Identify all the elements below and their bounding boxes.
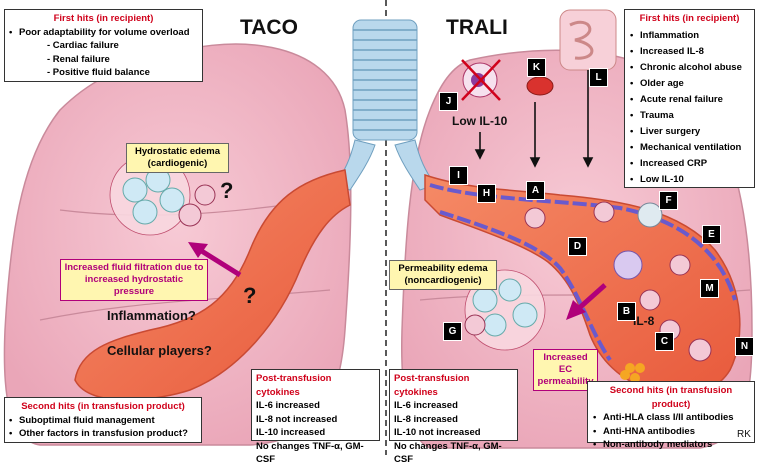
red-blood-cell-icon [526, 76, 554, 96]
taco-first-hit-renal: - Renal failure [47, 53, 110, 65]
trali-first-hit-6: Trauma [630, 109, 749, 123]
right-permeability-arrow [566, 283, 607, 320]
badge-i: I [449, 166, 468, 185]
taco-edema-label: Hydrostatic edema (cardiogenic) [126, 143, 229, 173]
badge-c: C [655, 332, 674, 351]
trali-cytokine-il6: IL-6 increased [394, 400, 458, 411]
trali-first-hit-3: Chronic alcohol abuse [630, 61, 749, 75]
trali-first-hit-4: Older age [630, 77, 749, 91]
signature: RK [737, 429, 751, 440]
taco-cytokine-il8: IL-8 not increased [256, 413, 338, 425]
taco-cellular-label: Cellular players? [107, 343, 212, 358]
trali-first-hit-7: Liver surgery [630, 125, 749, 139]
taco-first-hits-box: First hits (in recipient) Poor adaptabil… [4, 9, 203, 82]
trali-second-hits-box: Second hits (in transfusion product) Ant… [587, 381, 755, 451]
trali-cytokine-il8: IL-8 increased [394, 413, 458, 425]
neutrophil-crossed-icon [461, 59, 501, 101]
trali-first-hit-9: Increased CRP [630, 157, 749, 171]
taco-cytokine-il6: IL-6 increased [256, 400, 320, 411]
trali-first-hits-title: First hits (in recipient) [639, 13, 740, 24]
badge-e: E [702, 225, 721, 244]
trali-first-hit-2: Increased IL-8 [630, 45, 749, 59]
badge-d: D [568, 237, 587, 256]
trali-cytokines-title: Post-transfusion cytokines [394, 373, 470, 398]
taco-first-hit-cardiac: - Cardiac failure [47, 40, 119, 51]
left-alveoli [109, 154, 216, 236]
trali-first-hits-box: First hits (in recipient) Inflammation I… [624, 9, 755, 188]
intestine-icon [559, 9, 617, 71]
trali-second-hit-2: Anti-HNA antibodies [593, 425, 749, 439]
badge-n: N [735, 337, 754, 356]
badge-a: A [526, 181, 545, 200]
trali-first-hit-5: Acute renal failure [630, 93, 749, 107]
badge-h: H [477, 184, 496, 203]
taco-question-mark-2: ? [243, 283, 257, 308]
taco-cytokine-tnf: No changes TNF-α, GM-CSF [256, 440, 364, 466]
left-vessel [74, 169, 351, 401]
taco-second-hits-box: Second hits (in transfusion product) Sub… [4, 397, 202, 443]
badge-g: G [443, 322, 462, 341]
trali-il8-label: IL-8 [633, 314, 655, 328]
trali-cytokine-tnf: No changes TNF-α, GM-CSF [394, 440, 502, 466]
taco-first-hits-title: First hits (in recipient) [53, 13, 154, 24]
taco-title: TACO [240, 16, 298, 39]
taco-filtration-label: Increased fluid filtration due to increa… [60, 259, 208, 301]
trali-second-hits-title: Second hits (in transfusion product) [609, 385, 733, 410]
right-alveoli [464, 269, 546, 351]
trali-second-hit-3: Non-antibody mediators [593, 438, 749, 452]
trali-edema-label: Permeability edema (noncardiogenic) [389, 260, 497, 290]
taco-first-hits-main: Poor adaptability for volume overload [9, 26, 198, 40]
taco-cytokines-title: Post-transfusion cytokines [256, 373, 332, 398]
taco-inflammation-label: Inflammation? [107, 308, 196, 323]
badge-b: B [617, 302, 636, 321]
trali-title: TRALI [446, 16, 508, 39]
right-vessel-cells [524, 201, 712, 383]
trali-first-hit-10: Low IL-10 [630, 173, 749, 187]
trali-cytokines-box: Post-transfusion cytokines IL-6 increase… [389, 369, 518, 465]
badge-j: J [439, 92, 458, 111]
trachea [334, 19, 436, 191]
trali-low-il10-label: Low IL-10 [452, 114, 508, 128]
badge-f: F [659, 191, 678, 210]
taco-first-hit-fluid: - Positive fluid balance [47, 67, 150, 78]
left-filtration-arrow [188, 242, 242, 278]
taco-cytokine-il10: IL-10 increased [256, 427, 326, 438]
taco-question-mark-1: ? [220, 178, 234, 203]
trali-ec-label: Increased EC permeability [533, 349, 598, 391]
trali-first-hit-1: Inflammation [630, 29, 749, 43]
badge-l: L [589, 68, 608, 87]
trali-second-hit-1: Anti-HLA class I/II antibodies [593, 411, 749, 425]
taco-cytokines-box: Post-transfusion cytokines IL-6 increase… [251, 369, 380, 465]
trali-first-hit-8: Mechanical ventilation [630, 141, 749, 155]
taco-second-hit-1: Suboptimal fluid management [9, 414, 197, 428]
taco-second-hits-title: Second hits (in transfusion product) [21, 401, 185, 412]
badge-k: K [527, 58, 546, 77]
trali-arrows [474, 70, 594, 168]
taco-second-hit-2: Other factors in transfusion product? [9, 427, 197, 441]
badge-m: M [700, 279, 719, 298]
trali-cytokine-il10: IL-10 not increased [394, 427, 481, 438]
